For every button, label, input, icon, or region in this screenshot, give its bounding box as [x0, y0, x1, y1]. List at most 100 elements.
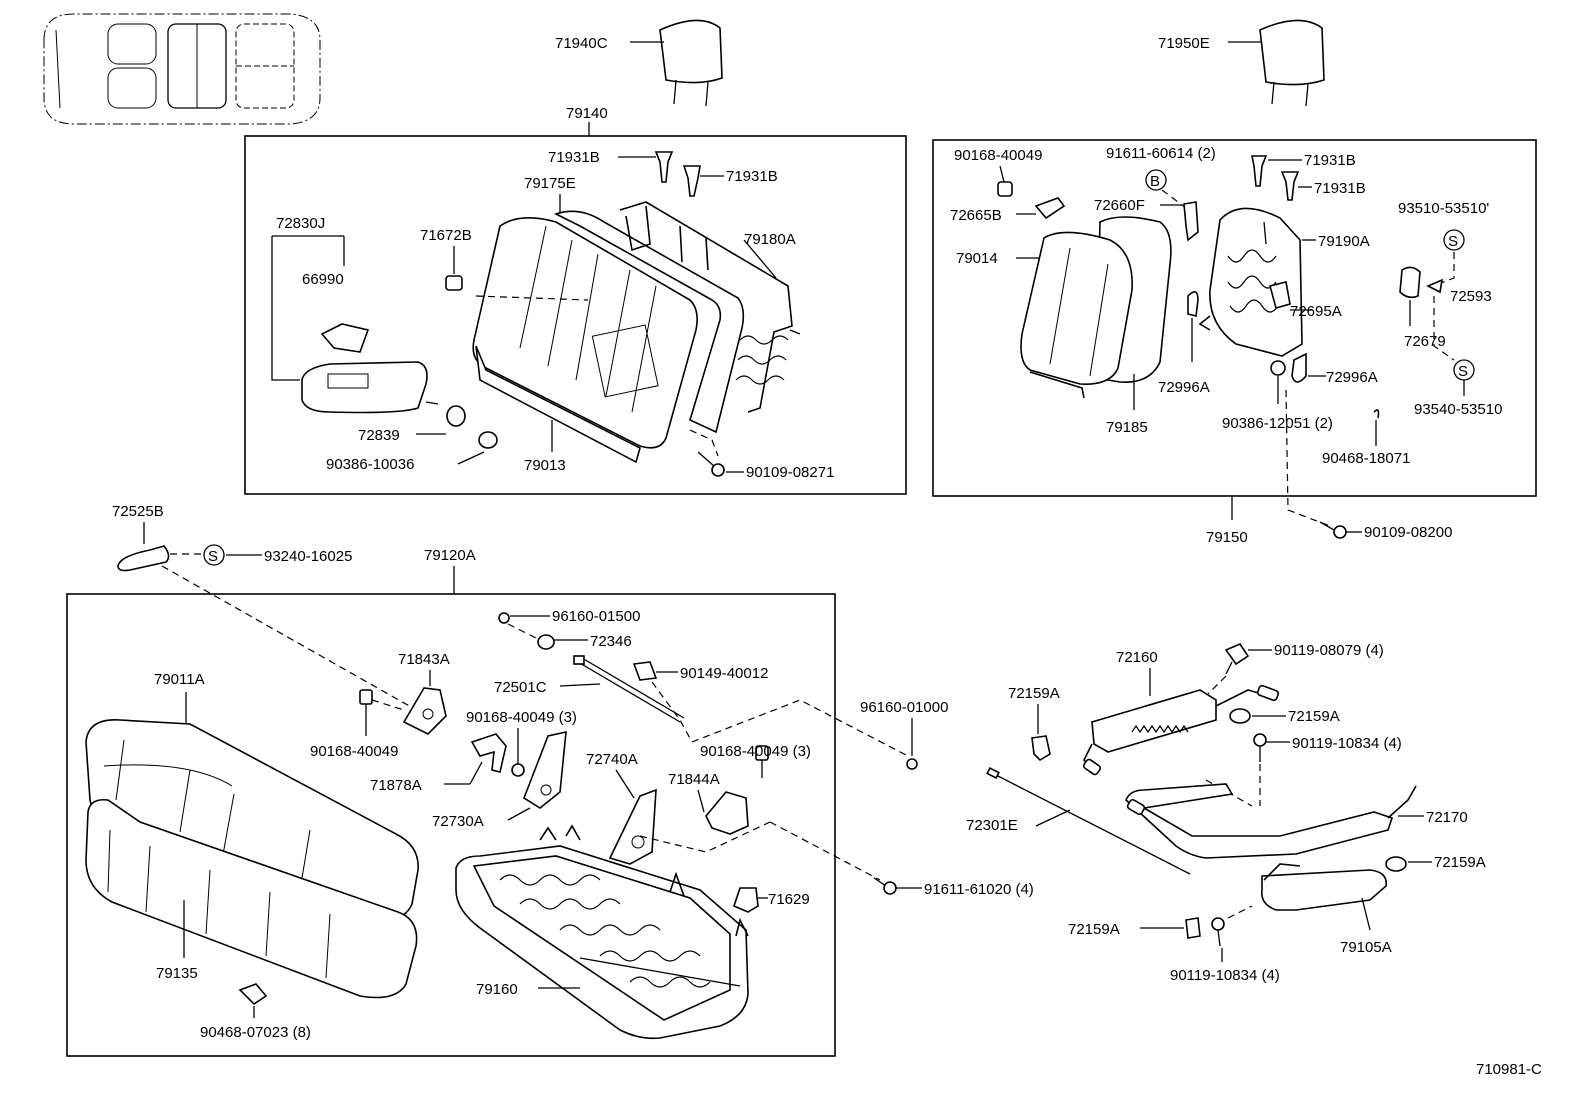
pin-90468-18071[interactable] — [1373, 409, 1380, 419]
b-mark-icon: B — [1145, 169, 1167, 191]
nut-90386-12051[interactable] — [1270, 360, 1286, 376]
clip-90168-40049-b[interactable] — [511, 763, 525, 777]
clip-96160-01000[interactable] — [906, 758, 918, 770]
bracket-71878A[interactable] — [470, 733, 507, 773]
bolt-91611-61020[interactable] — [873, 877, 897, 895]
adjuster-72160[interactable] — [1082, 684, 1280, 776]
adjuster-72170[interactable] — [1125, 783, 1417, 859]
frame-79180A[interactable] — [619, 201, 801, 413]
label-79013: 79013 — [524, 457, 566, 474]
headrest-left[interactable] — [659, 19, 723, 107]
stopper-71672B[interactable] — [445, 275, 463, 291]
cable-72501C[interactable] — [573, 655, 685, 723]
holder-71931B-right-b[interactable] — [1280, 171, 1300, 201]
label-72159A-b: 72159A — [1288, 708, 1340, 725]
bush-72346[interactable] — [537, 634, 555, 650]
label-79190A: 79190A — [1318, 233, 1370, 250]
label-79014: 79014 — [956, 250, 998, 267]
cover-72159A-d[interactable] — [1185, 917, 1201, 939]
lock-72740A[interactable] — [608, 788, 657, 865]
group-label-79140: 79140 — [566, 105, 608, 122]
s-mark-icon-upper: S — [1443, 229, 1465, 251]
group-label-79150: 79150 — [1206, 529, 1248, 546]
hook-71844A[interactable] — [705, 791, 749, 835]
label-90386-10036: 90386-10036 — [326, 456, 414, 473]
pad-79135[interactable] — [85, 798, 418, 999]
cup-holder-66990[interactable] — [320, 323, 370, 353]
cover-72679[interactable] — [1399, 266, 1421, 299]
cover-72159A-c[interactable] — [1385, 856, 1407, 872]
armrest-72830J[interactable] — [301, 361, 439, 414]
label-72159A-a: 72159A — [1008, 685, 1060, 702]
holder-71931B[interactable] — [654, 151, 674, 183]
label-90468-07023: 90468-07023 (8) — [200, 1024, 311, 1041]
knob-72525B[interactable] — [117, 545, 170, 572]
cover-72159A-a[interactable] — [1031, 735, 1051, 762]
group-label-79120A: 79120A — [424, 547, 476, 564]
seatback-79013[interactable] — [472, 210, 745, 464]
bolt-90109-08200[interactable] — [1319, 521, 1347, 539]
s-mark-text-upper: S — [1448, 233, 1458, 250]
clip-90468-07023[interactable] — [238, 983, 268, 1006]
label-90168-40049-b: 90168-40049 (3) — [466, 709, 577, 726]
label-66990: 66990 — [302, 271, 344, 288]
lock-72695A[interactable] — [1269, 281, 1291, 309]
label-90468-18071: 90468-18071 — [1322, 450, 1410, 467]
bolt-90109-08271[interactable] — [697, 451, 725, 477]
frame-79190A[interactable] — [1198, 207, 1303, 357]
hook-72996A-a[interactable] — [1187, 291, 1199, 317]
label-72301E: 72301E — [966, 817, 1018, 834]
pad-79014[interactable] — [1020, 216, 1172, 399]
label-90168-40049-a: 90168-40049 — [310, 743, 398, 760]
hinge-72660F[interactable] — [1183, 201, 1199, 242]
label-91611-60614: 91611-60614 (2) — [1106, 145, 1216, 162]
bolt-90119-10834-a[interactable] — [1253, 733, 1267, 762]
label-93540-53510: 93540-53510 — [1414, 401, 1502, 418]
label-72996A-b: 72996A — [1326, 369, 1378, 386]
vehicle-locator-icon — [43, 13, 321, 125]
label-72730A: 72730A — [432, 813, 484, 830]
bolt-90119-08079[interactable] — [1224, 643, 1250, 675]
label-90168-40049-top: 90168-40049 — [954, 147, 1042, 164]
label-79160: 79160 — [476, 981, 518, 998]
holder-71931B-right-a[interactable] — [1251, 155, 1268, 187]
label-96160-01500: 96160-01500 — [552, 608, 640, 625]
label-90109-08271: 90109-08271 — [746, 464, 834, 481]
headrest-right[interactable] — [1259, 19, 1325, 107]
clip-90168-40049-a[interactable] — [359, 689, 373, 705]
bolt-90119-10834-b[interactable] — [1211, 917, 1225, 947]
group-box-79140 — [244, 135, 907, 495]
label-71672B: 71672B — [420, 227, 472, 244]
label-71940C: 71940C — [555, 35, 608, 52]
label-72996A-a: 72996A — [1158, 379, 1210, 396]
label-72830J: 72830J — [276, 215, 325, 232]
leg-79105A[interactable] — [1260, 863, 1387, 911]
label-71629: 71629 — [768, 891, 810, 908]
nut-90386-10036[interactable] — [478, 431, 498, 449]
hook-72996A-b[interactable] — [1291, 352, 1307, 383]
label-72346: 72346 — [590, 633, 632, 650]
cover-72159A-b[interactable] — [1229, 708, 1251, 724]
knob-72593[interactable] — [1426, 278, 1444, 294]
cable-72301E[interactable] — [986, 766, 1191, 875]
bracket-71843A[interactable] — [402, 687, 447, 735]
label-90119-08079: 90119-08079 (4) — [1274, 642, 1384, 659]
label-71931B-left-1: 71931B — [548, 149, 600, 166]
label-79011A: 79011A — [154, 671, 205, 688]
frame-79160[interactable] — [455, 824, 749, 1040]
label-71844A: 71844A — [668, 771, 720, 788]
stopper-71629[interactable] — [733, 887, 759, 913]
label-90119-10834-a: 90119-10834 (4) — [1292, 735, 1402, 752]
label-71950E: 71950E — [1158, 35, 1210, 52]
clip-96160-01500[interactable] — [498, 612, 510, 624]
clip-90149-40012[interactable] — [632, 661, 658, 681]
cover-72665B[interactable] — [1034, 197, 1066, 220]
cap-72839[interactable] — [446, 405, 466, 427]
clip-90168-40049-top[interactable] — [997, 181, 1013, 197]
label-79180A: 79180A — [744, 231, 796, 248]
striker-72730A[interactable] — [523, 730, 567, 809]
diagram-id: 710981-C — [1476, 1061, 1542, 1078]
group-box-79120A — [66, 593, 836, 1057]
holder-71931B-b[interactable] — [682, 165, 701, 197]
